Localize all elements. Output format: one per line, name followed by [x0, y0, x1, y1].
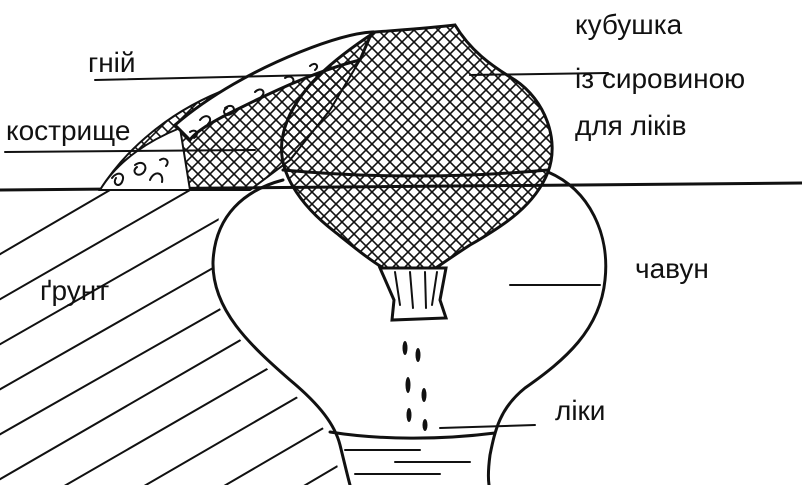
label-manure: гній: [88, 47, 136, 78]
label-soil: ґрунт: [40, 275, 109, 306]
label-bonfire: кострище: [6, 115, 130, 146]
label-pouch-line3: для ліків: [575, 110, 687, 141]
medicine-drops: [403, 341, 428, 431]
medicine-leader-line: [440, 425, 535, 428]
label-pot: чавун: [635, 253, 709, 284]
label-medicine: ліки: [555, 395, 605, 426]
medicine-liquid: [345, 450, 470, 474]
label-pouch-line2: із сировиною: [575, 63, 745, 94]
medicine-surface: [330, 432, 495, 438]
label-pouch-line1: кубушка: [575, 9, 683, 40]
